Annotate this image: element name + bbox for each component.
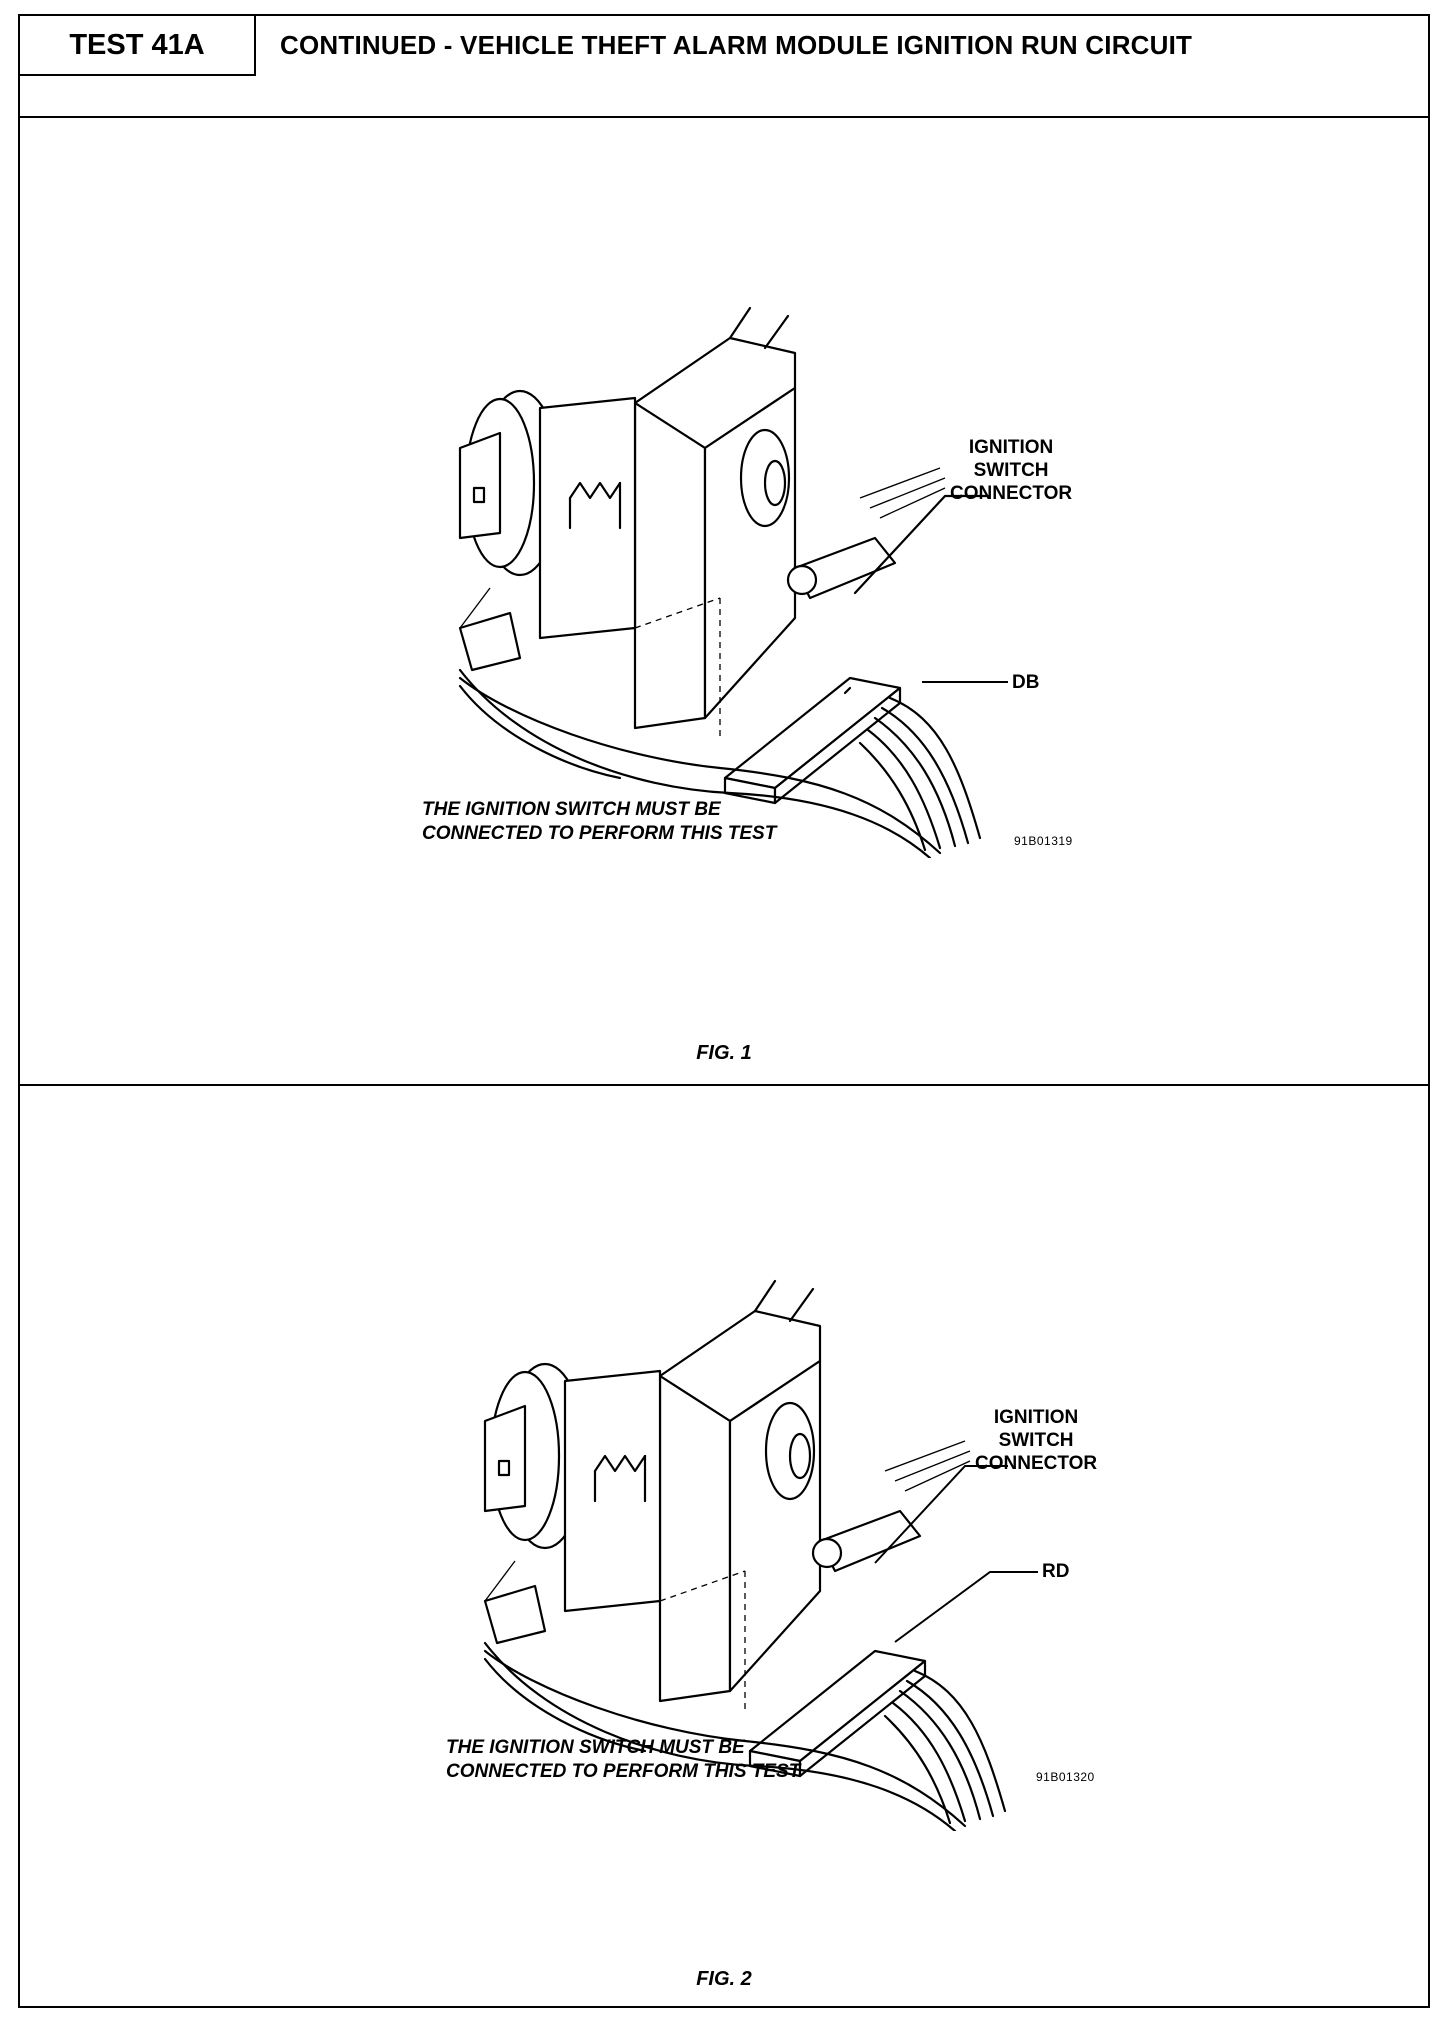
figure-1-panel: IGNITION SWITCH CONNECTOR DB THE IGNITIO… [20,118,1428,1086]
figure-caption: FIG. 1 [696,1042,752,1064]
label-line-1: IGNITION [968,437,1054,458]
label-line-1: IGNITION [993,1407,1079,1428]
wire-leader-line [922,681,1008,683]
connector-leader-line [874,1465,1008,1564]
test-id: TEST 41A [20,16,256,76]
note-line-2: CONNECTED TO PERFORM THIS TEST [422,823,777,844]
note-line-1: THE IGNITION SWITCH MUST BE [422,799,721,820]
ignition-switch-illustration [483,1279,1007,1831]
note-line-1: THE IGNITION SWITCH MUST BE [446,1737,745,1758]
wire-color-label: RD [1042,1561,1070,1582]
page-frame: TEST 41A CONTINUED - VEHICLE THEFT ALARM… [18,14,1430,2008]
connector-leader-line [853,494,990,595]
figure-code: 91B01320 [1036,1770,1095,1784]
wire-leader-line [894,1571,1038,1643]
ignition-switch-connector-label: IGNITION SWITCH CONNECTOR [950,436,1072,505]
ignition-switch-illustration [458,306,982,858]
test-note: THE IGNITION SWITCH MUST BE CONNECTED TO… [422,798,776,846]
page-title: CONTINUED - VEHICLE THEFT ALARM MODULE I… [280,30,1193,60]
wire-color-label: DB [1012,672,1040,693]
figure-2-panel: IGNITION SWITCH CONNECTOR RD THE IGNITIO… [20,1086,1428,2008]
label-line-2: SWITCH [973,460,1049,481]
label-line-3: CONNECTOR [975,1453,1098,1474]
header: TEST 41A CONTINUED - VEHICLE THEFT ALARM… [20,16,1428,118]
figure-caption: FIG. 2 [696,1968,752,1990]
note-line-2: CONNECTED TO PERFORM THIS TEST [446,1761,801,1782]
figure-code: 91B01319 [1014,834,1073,848]
ignition-switch-connector-label: IGNITION SWITCH CONNECTOR [975,1406,1097,1475]
test-note: THE IGNITION SWITCH MUST BE CONNECTED TO… [446,1736,800,1784]
label-line-3: CONNECTOR [950,483,1073,504]
label-line-2: SWITCH [998,1430,1074,1451]
